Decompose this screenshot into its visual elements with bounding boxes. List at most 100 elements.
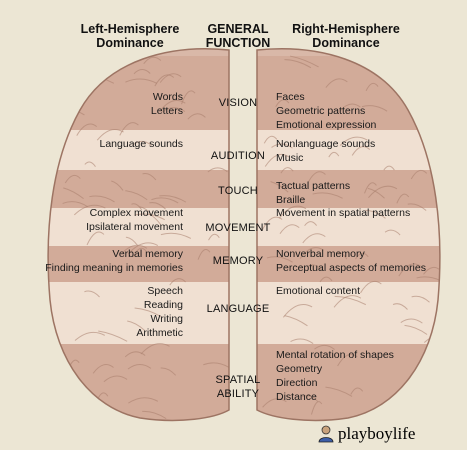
left-sulcus: [169, 278, 186, 286]
right-item: Geometric patterns: [276, 105, 366, 117]
left-sulcus: [128, 397, 159, 404]
right-sulcus: [325, 78, 348, 88]
right-item: Emotional content: [276, 285, 361, 297]
right-sulcus: [284, 315, 308, 327]
right-sulcus: [325, 386, 353, 397]
left-sulcus: [84, 161, 96, 167]
left-sulcus: [125, 236, 139, 246]
left-item: Arithmetic: [136, 327, 183, 339]
center-header-line-2: FUNCTION: [205, 36, 271, 50]
right-sulcus: [368, 185, 398, 199]
left-header-line-2: Dominance: [96, 36, 164, 50]
right-sulcus: [365, 209, 386, 219]
right-sulcus: [275, 99, 290, 108]
right-band: [257, 208, 440, 246]
right-sulcus: [278, 205, 307, 219]
right-sulcus: [262, 398, 287, 408]
right-sulcus: [398, 263, 422, 277]
function-label: LANGUAGE: [206, 303, 270, 315]
left-sulcus: [84, 290, 100, 298]
left-band: [48, 130, 229, 170]
right-sulcus: [314, 344, 335, 350]
right-sulcus: [410, 395, 430, 407]
left-band: [48, 246, 229, 282]
function-label: MOVEMENT: [205, 222, 271, 234]
left-sulcus: [127, 364, 152, 370]
function-label: AUDITION: [210, 150, 266, 162]
right-sulcus: [336, 252, 348, 260]
left-header-line-1: Left-Hemisphere: [80, 22, 180, 36]
right-item: Tactual patterns: [276, 180, 351, 192]
right-band: [257, 246, 440, 282]
right-sulcus: [284, 59, 312, 69]
right-item: Direction: [276, 377, 318, 389]
left-sulcus: [149, 202, 166, 210]
right-sulcus: [396, 193, 410, 204]
left-sulcus: [134, 307, 163, 318]
left-item: Ipsilateral movement: [86, 221, 183, 233]
left-sulcus: [74, 331, 105, 341]
left-item: Finding meaning in memories: [45, 262, 183, 274]
left-sulcus: [103, 375, 128, 383]
center-header-line-1: GENERAL: [207, 22, 269, 36]
function-label: VISION: [218, 97, 258, 109]
right-sulcus: [365, 82, 379, 92]
right-sulcus: [271, 143, 293, 149]
left-item: Reading: [143, 299, 183, 311]
right-hemisphere-outline: [256, 48, 441, 422]
left-band: [48, 282, 229, 344]
left-sulcus: [187, 113, 206, 120]
left-sulcus: [73, 204, 106, 216]
left-item: Language sounds: [99, 138, 184, 150]
right-sulcus: [367, 187, 385, 199]
right-item: Faces: [276, 91, 305, 103]
right-sulcus: [312, 192, 343, 199]
right-item: Mental rotation of shapes: [276, 349, 394, 361]
left-sulcus: [135, 213, 166, 221]
left-sulcus: [127, 320, 145, 331]
left-sulcus: [159, 73, 182, 83]
left-sulcus: [208, 233, 220, 241]
right-sulcus: [360, 280, 382, 294]
left-sulcus: [107, 63, 120, 71]
right-item: Perceptual aspects of memories: [276, 262, 426, 274]
right-sulcus: [383, 165, 395, 171]
left-sulcus: [121, 244, 148, 254]
right-sulcus: [270, 181, 289, 193]
left-sulcus: [207, 167, 228, 173]
left-sulcus: [142, 173, 157, 181]
left-sulcus: [159, 195, 187, 203]
right-sulcus: [289, 55, 319, 68]
right-sulcus: [302, 233, 326, 244]
left-sulcus: [143, 56, 162, 64]
left-sulcus: [162, 107, 186, 113]
watermark-text: playboylife: [338, 424, 416, 443]
left-item: Letters: [150, 105, 183, 117]
right-sulcus: [337, 353, 358, 367]
right-sulcus: [304, 221, 318, 226]
left-sulcus: [124, 351, 146, 358]
function-label: TOUCH: [218, 185, 258, 197]
right-sulcus: [266, 256, 293, 263]
left-sulcus: [64, 174, 81, 184]
left-sulcus: [86, 231, 105, 246]
right-sulcus: [416, 276, 440, 283]
right-band: [257, 170, 440, 208]
left-sulcus: [160, 367, 177, 376]
user-avatar-icon: [318, 425, 334, 443]
right-sulcus: [328, 151, 340, 158]
right-band: [257, 130, 440, 170]
right-sulcus: [400, 318, 423, 324]
right-sulcus: [263, 135, 278, 144]
function-label: SPATIAL: [215, 374, 261, 386]
right-sulcus: [282, 304, 313, 318]
left-sulcus: [125, 190, 148, 201]
right-sulcus: [339, 136, 368, 146]
left-sulcus: [160, 99, 186, 111]
right-item: Movement in spatial patterns: [276, 207, 411, 219]
right-sulcus: [334, 295, 367, 306]
left-sulcus: [97, 392, 109, 400]
left-item: Words: [152, 91, 183, 103]
right-sulcus: [392, 303, 408, 310]
